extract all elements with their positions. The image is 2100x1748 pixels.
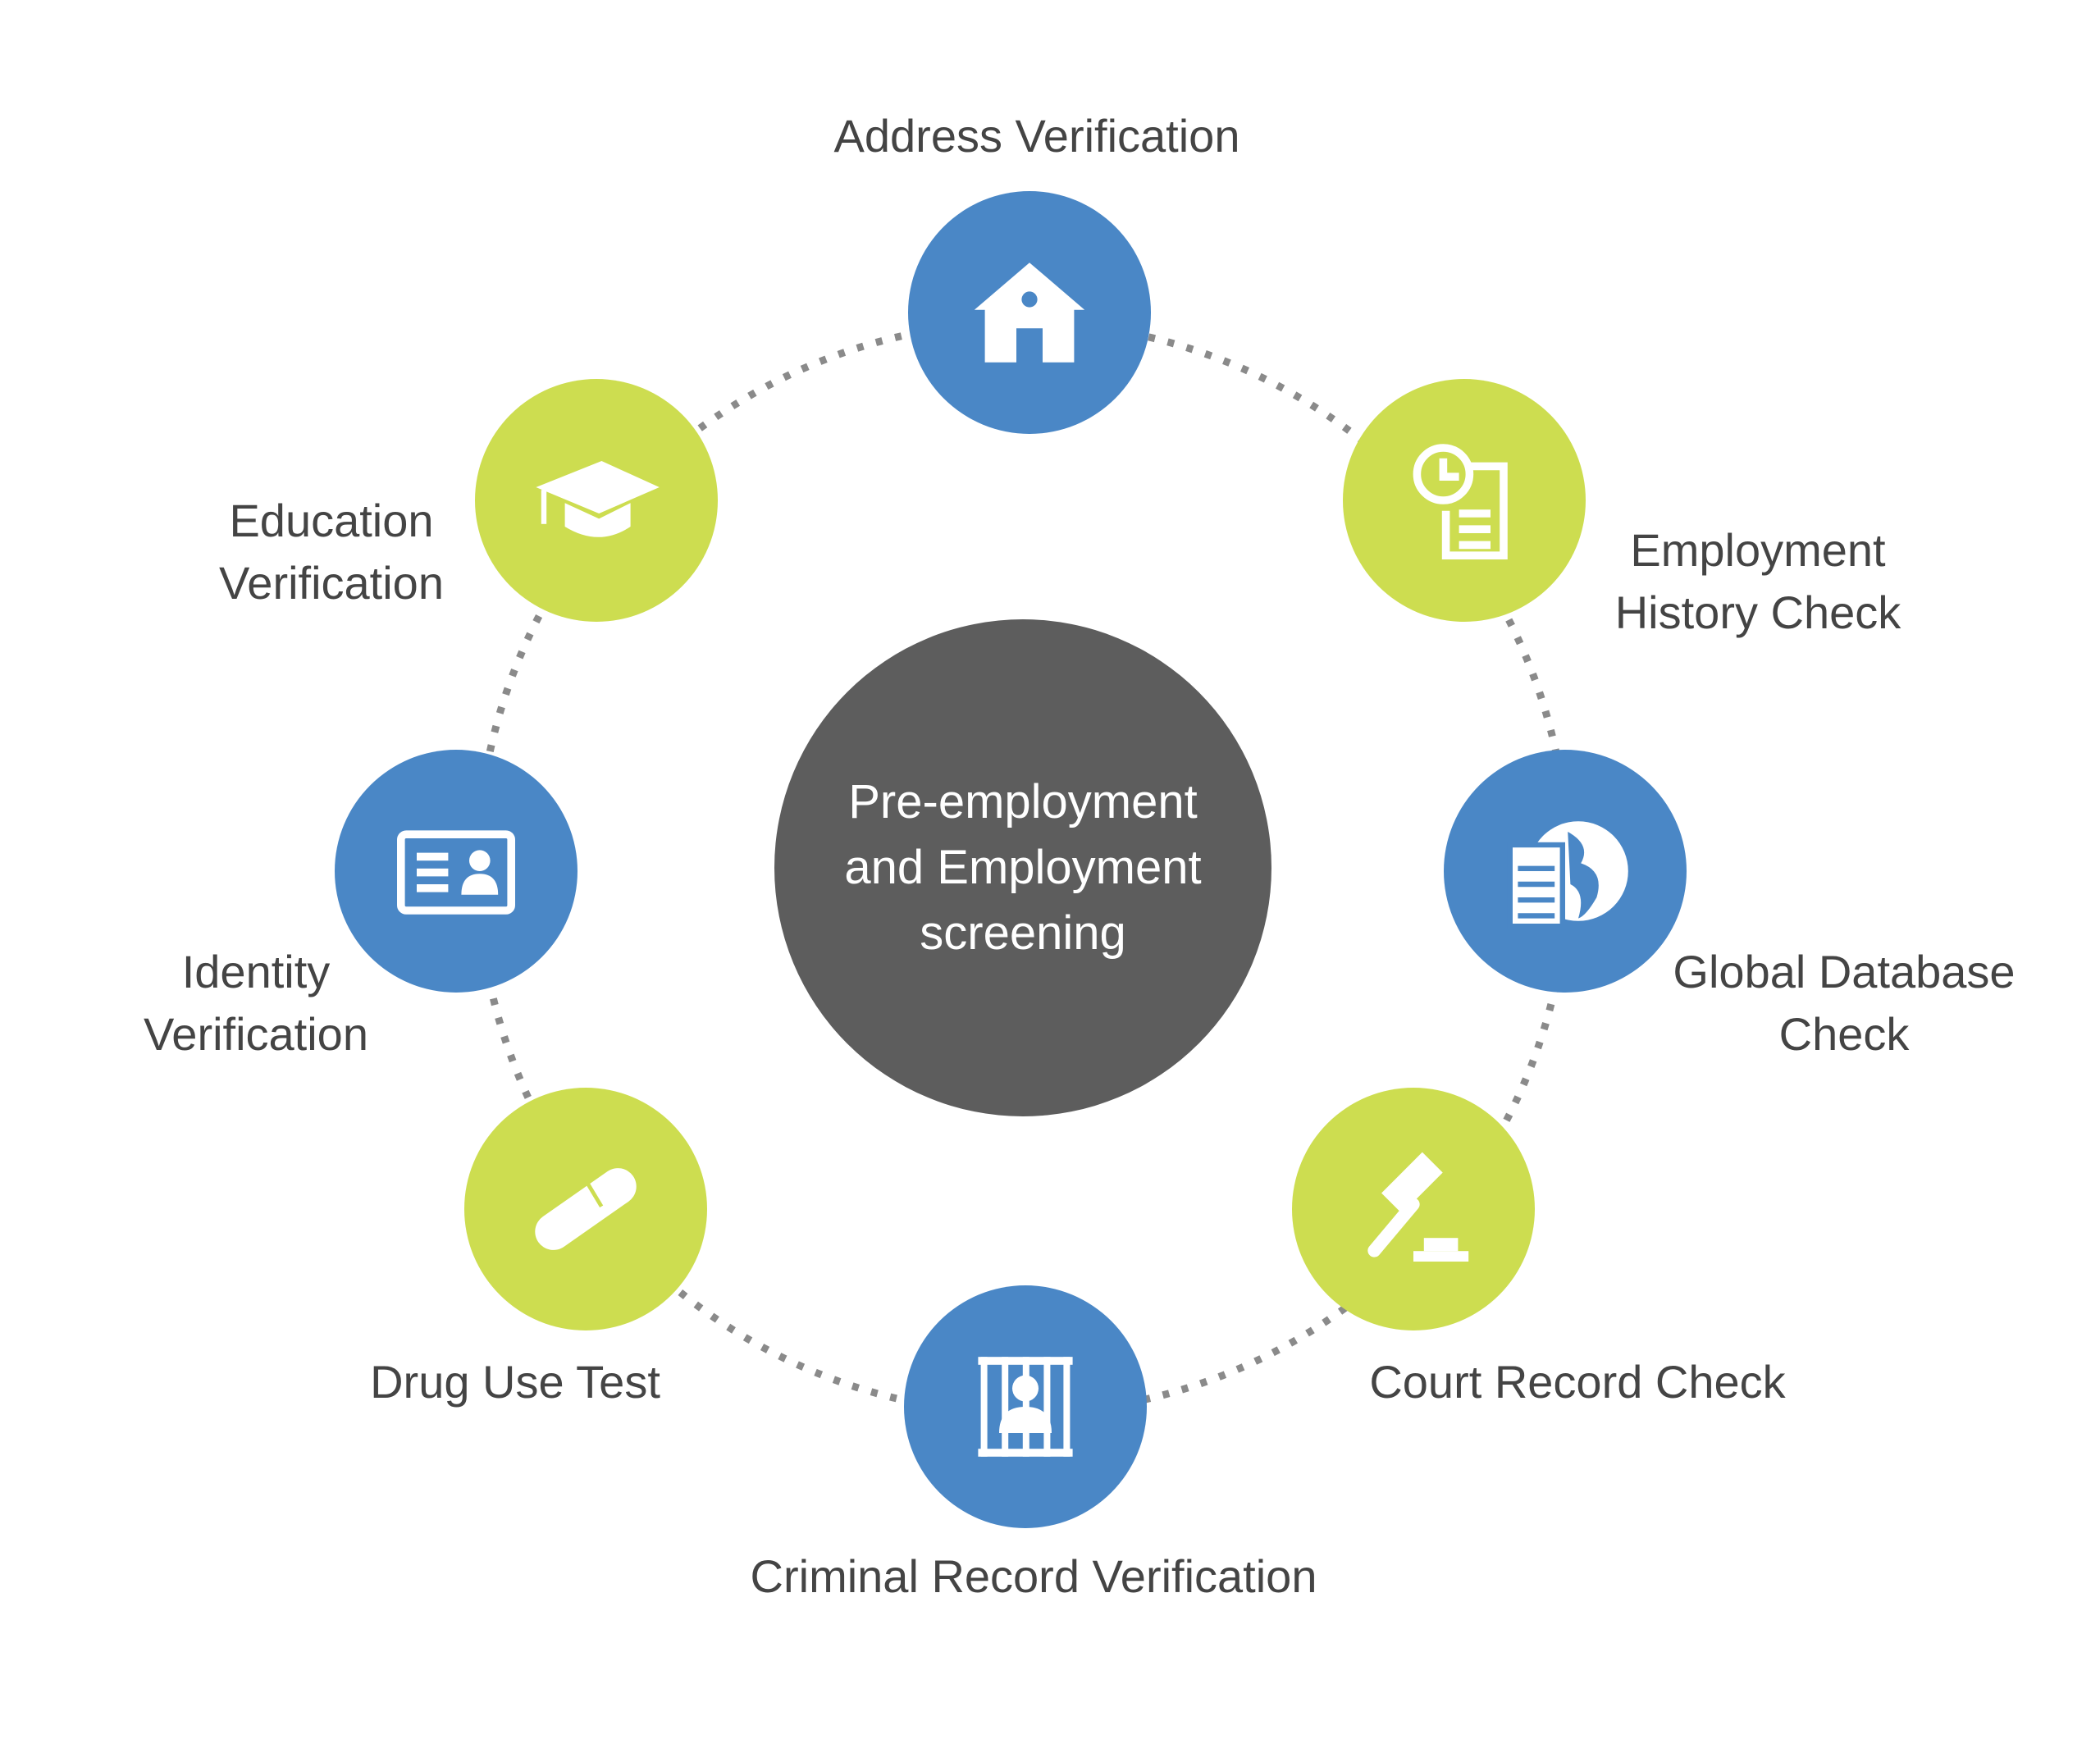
jail-icon [978, 1357, 1073, 1457]
node-address-verification [908, 191, 1151, 434]
node-global-database-check [1444, 750, 1687, 993]
clock-document-icon [1413, 444, 1508, 559]
center-text-line: and Employment [844, 841, 1202, 894]
node-court-record-check [1292, 1088, 1535, 1330]
node-employment-history-check [1343, 379, 1586, 622]
node-education-verification [475, 379, 718, 622]
label-address-verification: Address Verification [833, 110, 1240, 162]
pill-icon [535, 1168, 637, 1250]
label-drug-use-test: Drug Use Test [370, 1356, 660, 1408]
house-icon [974, 262, 1085, 363]
label-criminal-record-verification: Criminal Record Verification [750, 1550, 1317, 1602]
center-text-line: screening [920, 906, 1126, 960]
node-identity-verification [335, 750, 578, 993]
gavel-icon [1367, 1152, 1469, 1262]
center-text-line: Pre-employment [848, 775, 1198, 828]
globe-document-icon [1507, 821, 1628, 929]
node-criminal-record-verification [904, 1285, 1147, 1528]
label-court-record-check: Court Record Check [1369, 1356, 1786, 1408]
node-drug-use-test [464, 1088, 707, 1330]
center-hub: Pre-employment and Employment screening [774, 619, 1271, 1116]
graduation-cap-icon [536, 461, 660, 537]
id-card-icon [397, 830, 515, 915]
